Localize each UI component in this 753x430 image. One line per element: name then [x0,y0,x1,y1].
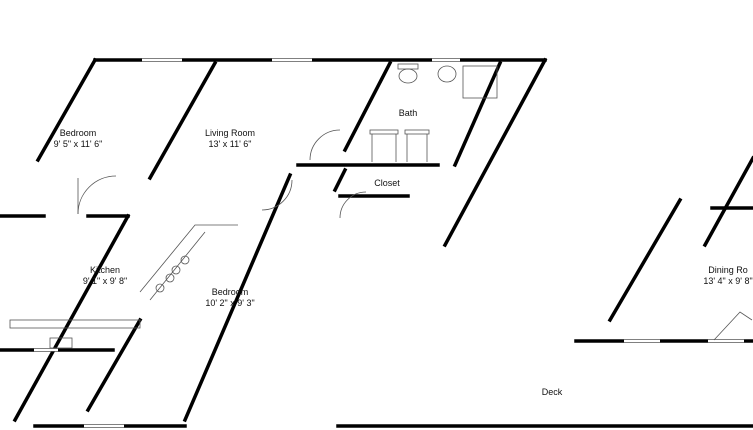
stove-burner [180,255,190,265]
room-dimensions: 13' x 11' 6" [208,139,252,149]
wall-far-right [702,155,753,248]
room-label-bedroom-2: Bedroom 10' 2" x 9' 3" [205,287,254,309]
room-name: Deck [541,387,563,397]
door-swing [309,129,341,161]
kitchen-counter [139,224,238,293]
toilet-tank [397,63,419,70]
room-label-deck: Deck [542,387,563,398]
room-dimensions: 13' 4" x 9' 8" [703,276,753,286]
room-name: Bedroom [59,128,97,138]
vanity [369,129,399,135]
windows [34,58,744,428]
door-swing [261,179,293,211]
wall-left-upper [35,57,98,163]
wall-center-diag [182,172,293,423]
door-swing [77,175,117,215]
room-label-bath: Bath [399,108,418,119]
wall-closet-left [332,167,348,193]
room-dimensions: 9' 5" x 11' 6" [53,139,103,149]
room-name: Bedroom [211,287,249,297]
sink [437,65,457,83]
room-name: Living Room [204,128,256,138]
room-label-closet: Closet [374,178,400,189]
corner-cabinet [713,311,753,341]
room-label-dining-room: Dining Ro 13' 4" x 9' 8" [703,265,752,287]
kitchen-sink [49,337,73,349]
room-name: Bath [398,108,418,118]
room-label-bedroom-1: Bedroom 9' 5" x 11' 6" [54,128,103,150]
wall-bath-right [452,60,503,168]
stove-burner [165,273,175,283]
room-dimensions: 9' 1" x 9' 8" [82,276,128,286]
stove-burner [171,265,181,275]
wall-right-outer [442,57,548,248]
room-label-living-room: Living Room 13' x 11' 6" [205,128,255,150]
walls [0,57,753,428]
toilet [398,68,418,84]
vanity [404,129,430,135]
door-swing [339,191,367,219]
wall-living-bath [342,60,393,153]
counter-top [9,319,141,329]
room-name: Closet [374,178,400,188]
room-name: Dining Ro [708,265,748,275]
room-label-kitchen: Kitchen 9' 1" x 9' 8" [83,265,127,287]
wall-dining-left [607,197,683,323]
wall-kitchen-right [12,213,131,423]
fixtures [9,63,753,349]
room-name: Kitchen [89,265,121,275]
room-dimensions: 10' 2" x 9' 3" [205,298,255,308]
bathtub [462,65,498,99]
wall-bedroom2-left [85,317,143,413]
wall-bedroom-living [147,60,218,181]
stove-burner [155,283,165,293]
